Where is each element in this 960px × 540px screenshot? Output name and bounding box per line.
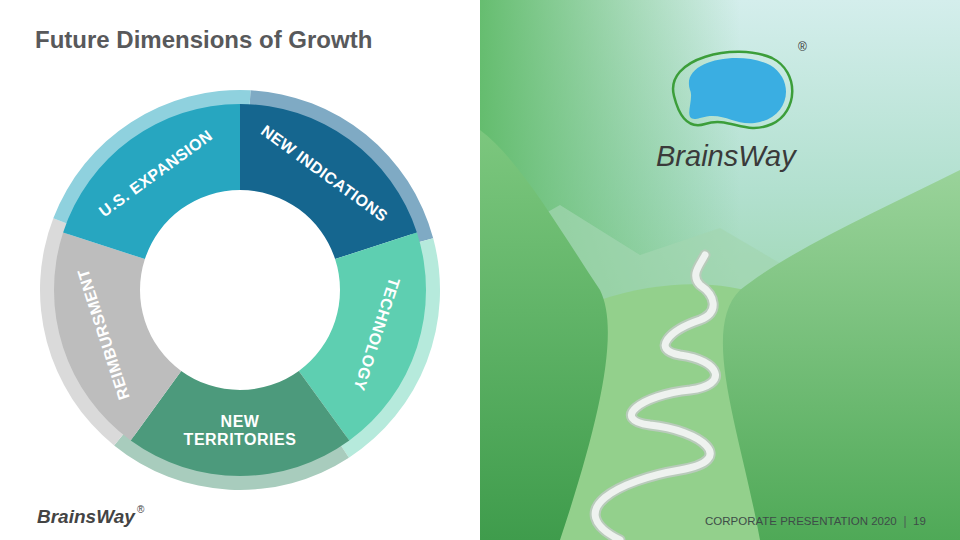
footer-text: CORPORATE PRESENTATION 2020	[705, 515, 897, 527]
growth-ring	[40, 90, 440, 490]
landscape-photo	[480, 0, 960, 540]
logo-blob	[689, 58, 786, 123]
sky	[480, 0, 960, 540]
logo-wordmark: BrainsWay	[656, 140, 796, 173]
ring-segment	[240, 104, 417, 259]
registered-mark: ®	[137, 504, 144, 515]
ring-segment	[54, 233, 181, 441]
footer-separator	[905, 516, 906, 528]
page-number: 19	[913, 515, 926, 527]
road-edge	[595, 255, 715, 540]
footer-logo: BrainsWay	[37, 506, 135, 528]
ring-segment-label: NEW TERRITORIES	[184, 413, 297, 450]
left-mountain	[480, 130, 608, 540]
slide-title: Future Dimensions of Growth	[35, 26, 372, 54]
logo-outline	[673, 52, 792, 128]
right-mountain	[723, 170, 960, 540]
ring-segment	[63, 104, 240, 259]
segment-text: NEW TERRITORIES	[184, 413, 297, 450]
winding-road	[595, 255, 715, 540]
registered-mark: ®	[798, 40, 807, 54]
